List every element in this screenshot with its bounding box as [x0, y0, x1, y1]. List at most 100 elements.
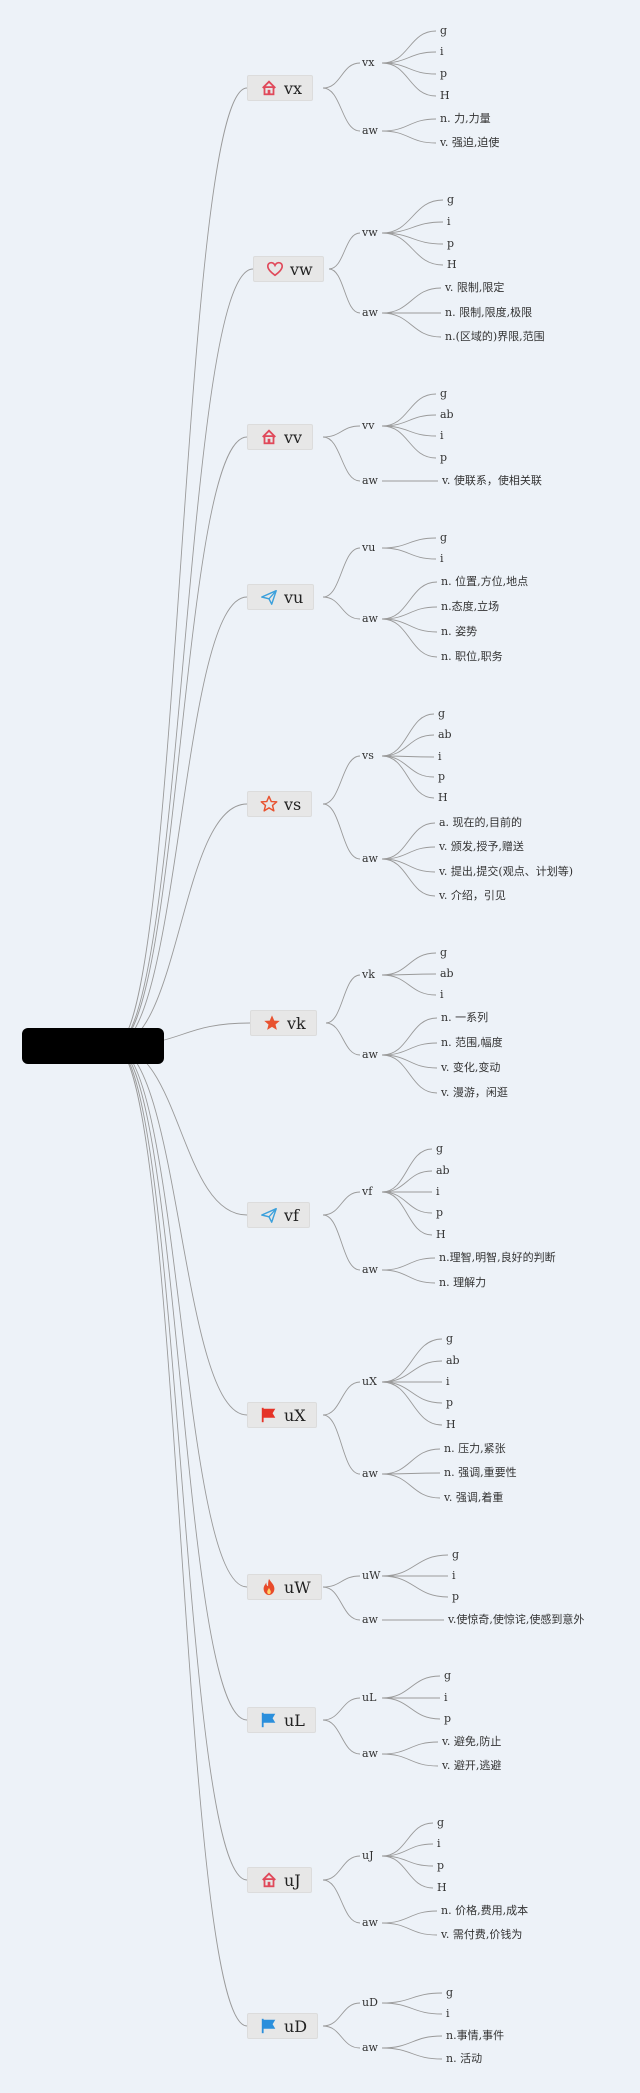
- leaf-label[interactable]: v. 强迫,迫使: [440, 136, 500, 149]
- leaf-label[interactable]: v. 强调,着重: [444, 1491, 504, 1504]
- branch-label[interactable]: aw: [362, 474, 378, 487]
- branch-label[interactable]: vv: [362, 419, 375, 432]
- leaf-label[interactable]: n. 范围,幅度: [441, 1036, 503, 1049]
- topic-node[interactable]: uX: [247, 1402, 317, 1428]
- leaf-label[interactable]: p: [436, 1206, 444, 1219]
- branch-label[interactable]: aw: [362, 1467, 378, 1480]
- branch-label[interactable]: aw: [362, 1916, 378, 1929]
- leaf-label[interactable]: g: [446, 1332, 454, 1345]
- leaf-label[interactable]: a. 现在的,目前的: [439, 816, 523, 829]
- leaf-label[interactable]: v. 漫游，闲逛: [441, 1086, 508, 1099]
- leaf-label[interactable]: n. 一系列: [441, 1011, 489, 1024]
- branch-label[interactable]: aw: [362, 124, 378, 137]
- leaf-label[interactable]: ab: [440, 967, 454, 980]
- leaf-label[interactable]: H: [436, 1228, 446, 1241]
- leaf-label[interactable]: i: [440, 988, 444, 1001]
- leaf-label[interactable]: g: [444, 1669, 452, 1682]
- leaf-label[interactable]: ab: [436, 1164, 450, 1177]
- topic-node[interactable]: vu: [247, 584, 315, 610]
- leaf-label[interactable]: v. 使联系，使相关联: [442, 474, 542, 487]
- leaf-label[interactable]: n.(区域的)界限,范围: [445, 330, 545, 343]
- leaf-label[interactable]: p: [438, 770, 446, 783]
- leaf-label[interactable]: v. 颁发,授予,赠送: [439, 840, 524, 853]
- branch-label[interactable]: aw: [362, 1263, 378, 1276]
- leaf-label[interactable]: p: [440, 451, 448, 464]
- branch-label[interactable]: vk: [362, 968, 375, 981]
- leaf-label[interactable]: n. 职位,职务: [441, 650, 503, 663]
- leaf-label[interactable]: n. 压力,紧张: [444, 1442, 506, 1455]
- topic-node[interactable]: vs: [247, 791, 313, 817]
- leaf-label[interactable]: ab: [440, 408, 454, 421]
- branch-label[interactable]: uD: [362, 1996, 378, 2009]
- topic-node[interactable]: uD: [247, 2013, 319, 2039]
- leaf-label[interactable]: p: [437, 1859, 445, 1872]
- leaf-label[interactable]: n. 强调,重要性: [444, 1466, 517, 1479]
- leaf-label[interactable]: n. 限制,限度,极限: [445, 306, 533, 319]
- leaf-label[interactable]: v. 避开,逃避: [442, 1759, 502, 1772]
- leaf-label[interactable]: g: [437, 1816, 445, 1829]
- branch-label[interactable]: aw: [362, 1747, 378, 1760]
- leaf-label[interactable]: n.态度,立场: [441, 600, 500, 613]
- leaf-label[interactable]: v. 提出,提交(观点、计划等): [439, 865, 573, 878]
- leaf-label[interactable]: g: [447, 193, 455, 206]
- leaf-label[interactable]: n. 位置,方位,地点: [441, 575, 529, 588]
- leaf-label[interactable]: g: [440, 24, 448, 37]
- leaf-label[interactable]: n. 价格,费用,成本: [441, 1904, 529, 1917]
- leaf-label[interactable]: i: [452, 1569, 456, 1582]
- leaf-label[interactable]: g: [452, 1548, 460, 1561]
- leaf-label[interactable]: n. 活动: [446, 2052, 483, 2065]
- leaf-label[interactable]: i: [440, 429, 444, 442]
- topic-node[interactable]: vw: [253, 256, 324, 282]
- branch-label[interactable]: uL: [362, 1691, 377, 1704]
- leaf-label[interactable]: n. 姿势: [441, 625, 478, 638]
- topic-node[interactable]: vf: [247, 1202, 310, 1228]
- leaf-label[interactable]: H: [446, 1418, 456, 1431]
- leaf-label[interactable]: i: [440, 45, 444, 58]
- leaf-label[interactable]: v.使惊奇,使惊诧,使感到意外: [448, 1613, 585, 1626]
- leaf-label[interactable]: g: [446, 1986, 454, 1999]
- leaf-label[interactable]: n. 力,力量: [440, 112, 491, 125]
- leaf-label[interactable]: v. 需付费,价钱为: [441, 1928, 523, 1941]
- topic-node[interactable]: vv: [247, 424, 314, 450]
- leaf-label[interactable]: v. 限制,限定: [445, 281, 505, 294]
- leaf-label[interactable]: p: [447, 237, 455, 250]
- leaf-label[interactable]: n.事情,事件: [446, 2029, 505, 2042]
- leaf-label[interactable]: i: [436, 1185, 440, 1198]
- leaf-label[interactable]: i: [446, 2007, 450, 2020]
- leaf-label[interactable]: H: [447, 258, 457, 271]
- branch-label[interactable]: vu: [362, 541, 376, 554]
- branch-label[interactable]: uX: [362, 1375, 377, 1388]
- branch-label[interactable]: vf: [362, 1185, 373, 1198]
- leaf-label[interactable]: g: [440, 946, 448, 959]
- leaf-label[interactable]: n. 理解力: [439, 1276, 487, 1289]
- branch-label[interactable]: vx: [362, 56, 375, 69]
- branch-label[interactable]: aw: [362, 612, 378, 625]
- leaf-label[interactable]: v. 避免,防止: [442, 1735, 502, 1748]
- branch-label[interactable]: uW: [362, 1569, 381, 1582]
- branch-label[interactable]: aw: [362, 1613, 378, 1626]
- leaf-label[interactable]: v. 介绍，引见: [439, 889, 506, 902]
- leaf-label[interactable]: i: [444, 1691, 448, 1704]
- topic-node[interactable]: vk: [250, 1010, 317, 1036]
- leaf-label[interactable]: g: [436, 1142, 444, 1155]
- leaf-label[interactable]: i: [447, 215, 451, 228]
- leaf-label[interactable]: p: [446, 1396, 454, 1409]
- leaf-label[interactable]: p: [452, 1590, 460, 1603]
- leaf-label[interactable]: n.理智,明智,良好的判断: [439, 1251, 556, 1264]
- branch-label[interactable]: vs: [362, 749, 374, 762]
- leaf-label[interactable]: p: [440, 67, 448, 80]
- leaf-label[interactable]: H: [437, 1881, 447, 1894]
- leaf-label[interactable]: i: [440, 552, 444, 565]
- leaf-label[interactable]: p: [444, 1712, 452, 1725]
- leaf-label[interactable]: v. 变化,变动: [441, 1061, 501, 1074]
- branch-label[interactable]: aw: [362, 306, 378, 319]
- leaf-label[interactable]: i: [446, 1375, 450, 1388]
- branch-label[interactable]: vw: [362, 226, 378, 239]
- topic-node[interactable]: vx: [247, 75, 314, 101]
- topic-node[interactable]: uL: [247, 1707, 316, 1733]
- leaf-label[interactable]: g: [440, 387, 448, 400]
- branch-label[interactable]: uJ: [362, 1849, 374, 1862]
- leaf-label[interactable]: H: [438, 791, 448, 804]
- topic-node[interactable]: uJ: [247, 1867, 312, 1893]
- branch-label[interactable]: aw: [362, 1048, 378, 1061]
